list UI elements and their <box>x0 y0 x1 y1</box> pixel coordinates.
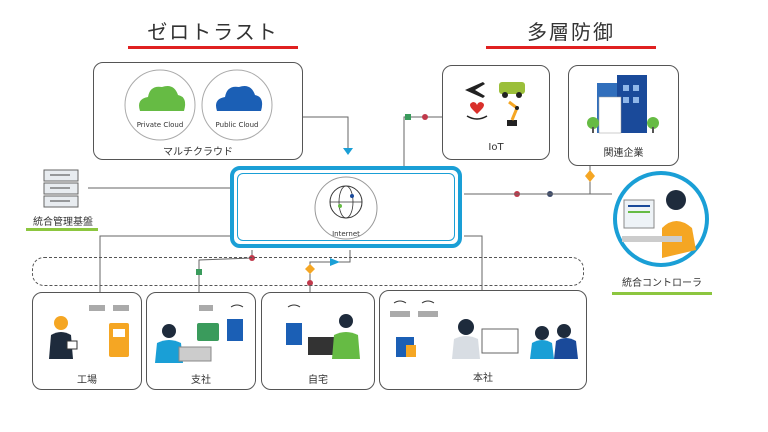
zero-trust-heading: ゼロトラスト <box>147 20 279 44</box>
internet-label: Internet <box>332 230 360 238</box>
multi-cloud-label: マルチクラウド <box>163 147 233 158</box>
iot-devices-icon <box>465 82 525 126</box>
cloud-link-arrow <box>343 148 353 155</box>
controller-operator-icon <box>613 171 709 267</box>
public-cloud-label: Public Cloud <box>215 121 259 129</box>
hq-workers-icon <box>390 300 578 359</box>
branch-worker-icon <box>155 304 244 363</box>
public-cloud-icon <box>201 69 273 141</box>
internet-hub: Internet <box>230 166 462 248</box>
iot-label: IoT <box>488 142 504 153</box>
hq-label: 本社 <box>473 373 493 384</box>
home-label: 自宅 <box>308 375 328 386</box>
server-icon <box>43 169 79 208</box>
network-overlay-band <box>32 257 584 286</box>
management-label: 統合管理基盤 <box>33 217 93 228</box>
site-home: 自宅 <box>261 292 375 390</box>
partners-label: 関連企業 <box>603 148 644 159</box>
partners-panel: 関連企業 <box>568 65 679 166</box>
factory-worker-icon <box>49 305 129 359</box>
management-underline <box>26 228 98 231</box>
globe-icon <box>314 176 378 240</box>
site-hq: 本社 <box>379 290 587 390</box>
controller-underline <box>612 292 712 295</box>
iot-panel: IoT <box>442 65 550 160</box>
controller-label: 統合コントローラ <box>622 278 702 289</box>
branch-label: 支社 <box>191 375 211 386</box>
factory-label: 工場 <box>77 375 97 386</box>
site-factory: 工場 <box>32 292 142 390</box>
defense-in-depth-underline <box>486 46 656 49</box>
multi-cloud-panel: Private Cloud Public Cloud マルチクラウド <box>93 62 303 160</box>
site-branch: 支社 <box>146 292 256 390</box>
building-icon <box>587 75 659 134</box>
zero-trust-underline <box>128 46 298 49</box>
private-cloud-label: Private Cloud <box>136 121 184 129</box>
private-cloud-icon <box>124 69 196 141</box>
home-worker-icon <box>286 304 360 359</box>
defense-in-depth-heading: 多層防御 <box>527 20 615 44</box>
